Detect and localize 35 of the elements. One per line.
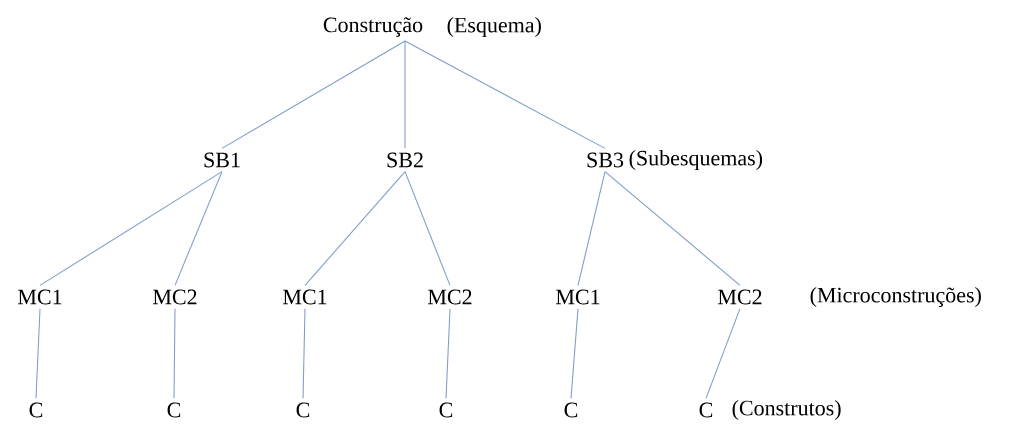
tree-node-label: MC1: [556, 289, 600, 305]
beside-text: (Subesquemas): [629, 150, 763, 170]
tree-node-label: MC1: [283, 289, 327, 305]
connector-line: [404, 40, 606, 149]
connector-line: [705, 308, 741, 399]
tree-node-label: MC2: [428, 289, 472, 305]
connector-line: [445, 308, 451, 399]
connector-line: [404, 171, 451, 286]
connector-line: [302, 308, 306, 399]
beside-text: (Microconstruções): [810, 287, 981, 307]
connector-line: [35, 308, 41, 399]
connector-line: [174, 171, 223, 286]
connector-line: [304, 171, 406, 286]
tree-node-label: SB2: [387, 152, 423, 168]
connector-line: [404, 40, 406, 149]
tree-node-label: SB3: [587, 152, 624, 168]
connector-line: [39, 171, 223, 286]
connector-line: [604, 171, 741, 286]
connector-line: [173, 308, 176, 399]
leaf-label: C: [564, 402, 578, 418]
tree-node-label: MC2: [718, 289, 762, 305]
root-label: Construção: [323, 17, 423, 37]
beside-text: (Construtos): [732, 400, 841, 420]
tree-node-label: MC2: [153, 289, 197, 305]
leaf-label: C: [296, 402, 310, 418]
beside-text: (Esquema): [447, 17, 541, 37]
leaf-label: C: [167, 402, 181, 418]
tree-node-label: SB1: [204, 152, 240, 168]
connector-line: [570, 308, 579, 399]
leaf-label: C: [439, 402, 453, 418]
connector-line: [577, 171, 606, 286]
leaf-label: C: [699, 402, 713, 418]
connector-line: [221, 40, 406, 149]
tree-node-label: MC1: [18, 289, 62, 305]
leaf-label: C: [29, 402, 43, 418]
